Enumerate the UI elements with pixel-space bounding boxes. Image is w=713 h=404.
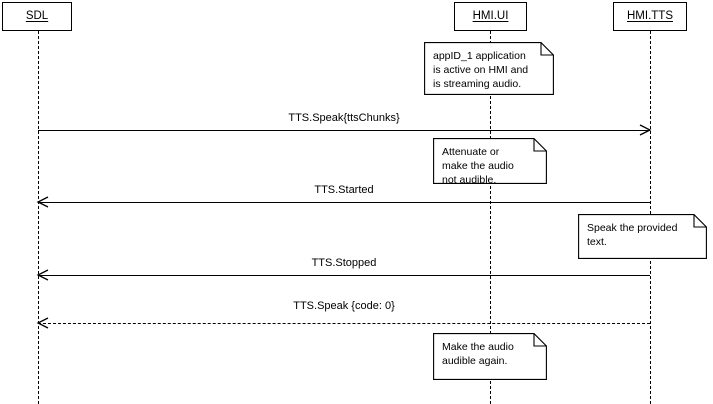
note-app-active-text: appID_1 application is active on HMI and… xyxy=(433,50,529,90)
message-label-tts-speak-response: TTS.Speak {code: 0} xyxy=(293,300,395,312)
message-label-tts-stopped: TTS.Stopped xyxy=(311,257,377,269)
participant-hmi-tts[interactable]: HMI.TTS xyxy=(613,2,687,31)
note-audible-again: Make the audio audible again. xyxy=(433,333,547,380)
message-line-tts-stopped[interactable] xyxy=(38,275,650,276)
message-line-tts-started[interactable] xyxy=(38,202,650,203)
note-audible-again-text: Make the audio audible again. xyxy=(442,341,514,367)
participant-hmi-ui[interactable]: HMI.UI xyxy=(454,2,527,31)
note-attenuate: Attenuate or make the audio not audible. xyxy=(433,138,547,186)
message-line-tts-speak-response[interactable] xyxy=(38,323,650,324)
message-label-tts-started: TTS.Started xyxy=(314,184,374,196)
note-attenuate-text: Attenuate or make the audio not audible. xyxy=(442,146,514,186)
arrowhead-left-tts-started xyxy=(36,196,49,208)
note-speak-text: Speak the provided text. xyxy=(578,214,707,259)
message-line-tts-speak-request[interactable] xyxy=(38,130,650,131)
participant-sdl[interactable]: SDL xyxy=(2,2,72,31)
arrowhead-left-tts-stopped xyxy=(36,269,49,281)
participant-hmi-ui-label: HMI.UI xyxy=(472,10,509,22)
arrowhead-right-tts-speak-request xyxy=(639,124,652,136)
participant-sdl-label: SDL xyxy=(25,10,49,22)
lifeline-sdl xyxy=(38,31,39,404)
participant-hmi-tts-label: HMI.TTS xyxy=(627,10,673,22)
note-app-active: appID_1 application is active on HMI and… xyxy=(424,42,554,95)
note-speak-text-text: Speak the provided text. xyxy=(587,222,678,248)
lifeline-hmi-ui xyxy=(490,31,491,404)
message-label-tts-speak-request: TTS.Speak{ttsChunks} xyxy=(288,112,400,124)
arrowhead-left-tts-speak-response xyxy=(36,317,49,329)
